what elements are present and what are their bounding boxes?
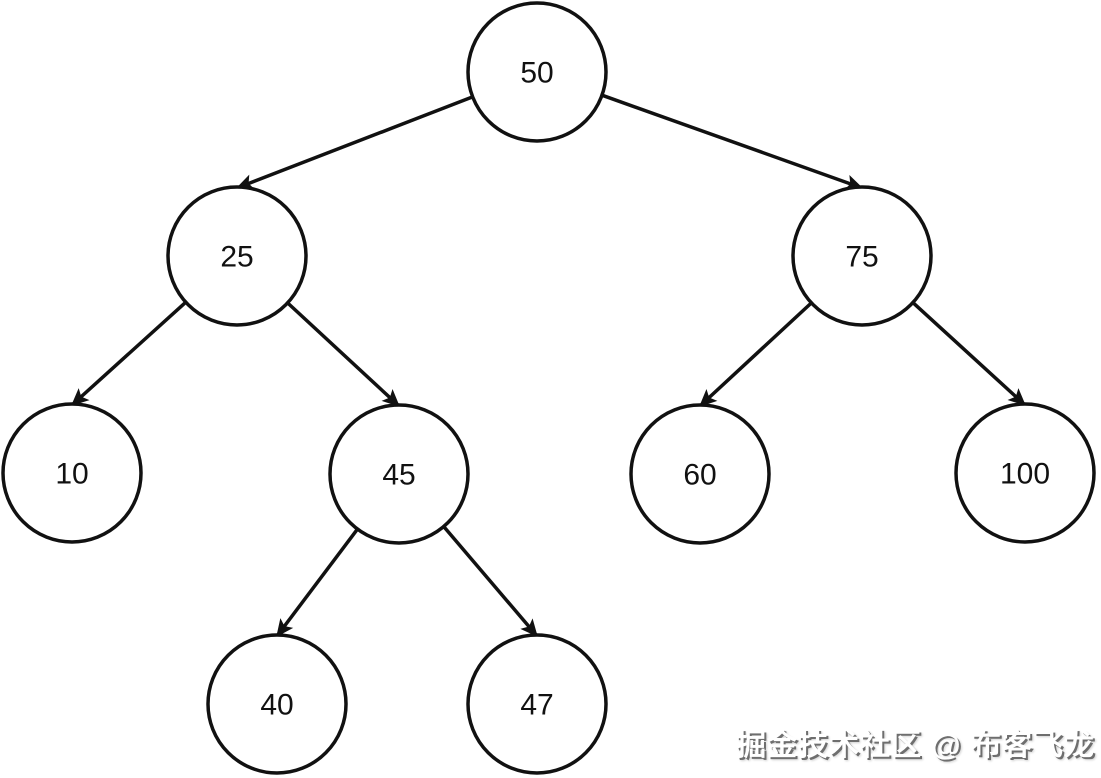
tree-node-circle-100	[954, 402, 1096, 544]
tree-node-75: 75	[791, 185, 933, 327]
tree-node-45: 45	[328, 403, 470, 545]
tree-node-value-75: 75	[845, 241, 878, 274]
tree-node-circle-75	[791, 185, 933, 327]
tree-node-40: 40	[206, 633, 348, 775]
tree-edge-25-10	[70, 300, 187, 407]
tree-node-value-40: 40	[260, 689, 293, 722]
tree-node-100: 100	[954, 402, 1096, 544]
tree-edge-75-60	[698, 301, 813, 408]
tree-node-10: 10	[1, 402, 143, 544]
tree-node-60: 60	[629, 403, 771, 545]
tree-node-value-50: 50	[520, 57, 553, 90]
tree-node-circle-47	[466, 633, 608, 775]
tree-node-circle-45	[328, 403, 470, 545]
tree-edge-75-100	[911, 301, 1027, 407]
tree-node-25: 25	[166, 185, 308, 327]
tree-node-value-45: 45	[382, 459, 415, 492]
tree-node-value-47: 47	[520, 689, 553, 722]
tree-edge-45-40	[275, 528, 359, 638]
tree-node-circle-60	[629, 403, 771, 545]
tree-edge-50-25	[235, 95, 474, 190]
tree-node-value-25: 25	[220, 241, 253, 274]
watermark: 掘金技术社区 @ 布客飞龙	[736, 729, 1095, 762]
tree-node-circle-40	[206, 633, 348, 775]
tree-edge-50-75	[601, 93, 864, 191]
tree-node-50: 50	[466, 1, 608, 143]
tree-node-circle-50	[466, 1, 608, 143]
tree-node-value-60: 60	[683, 459, 716, 492]
tree-edge-45-47	[442, 525, 539, 638]
tree-node-value-10: 10	[55, 458, 88, 491]
tree-node-circle-10	[1, 402, 143, 544]
tree-node-47: 47	[466, 633, 608, 775]
tree-node-circle-25	[166, 185, 308, 327]
tree-edge-25-45	[286, 301, 401, 408]
tree-node-value-100: 100	[1000, 458, 1050, 491]
